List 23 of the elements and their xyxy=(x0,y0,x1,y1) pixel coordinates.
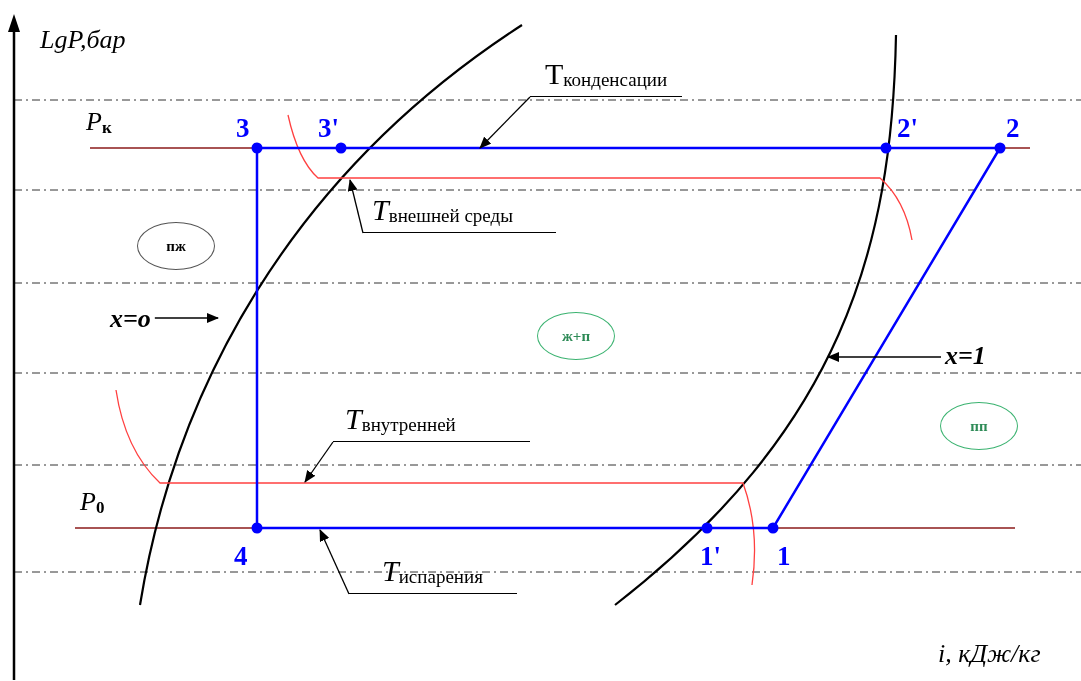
pressure-label: P$_{к}$ xyxy=(86,108,112,139)
leader-line xyxy=(304,441,334,483)
leader-line xyxy=(319,529,350,595)
leader-line xyxy=(347,179,364,234)
point-label: 3 xyxy=(236,114,250,142)
point-label: 4 xyxy=(234,542,248,570)
leader-line xyxy=(479,96,531,149)
leader-text: T$_{испарения}$ xyxy=(349,555,517,594)
point-label: 2 xyxy=(1006,114,1020,142)
leader-text: x=1 xyxy=(945,342,986,370)
leader-text: x=o xyxy=(110,305,151,333)
leader-line xyxy=(827,352,942,362)
pressure-label: P$_{0}$ xyxy=(80,488,105,519)
point-label: 1' xyxy=(700,542,721,570)
point-label: 2' xyxy=(897,114,918,142)
point-label: 3' xyxy=(318,114,339,142)
axis-title: i, кДж/кг xyxy=(938,640,1041,668)
leader-text: T$_{внутренней}$ xyxy=(333,403,530,442)
point-label: 1 xyxy=(777,542,791,570)
leader-text: T$_{конденсации}$ xyxy=(530,58,682,97)
leader-text: T$_{внешней среды}$ xyxy=(363,194,556,233)
leader-line xyxy=(154,313,219,323)
axis-title: LgP,бар xyxy=(40,26,126,54)
